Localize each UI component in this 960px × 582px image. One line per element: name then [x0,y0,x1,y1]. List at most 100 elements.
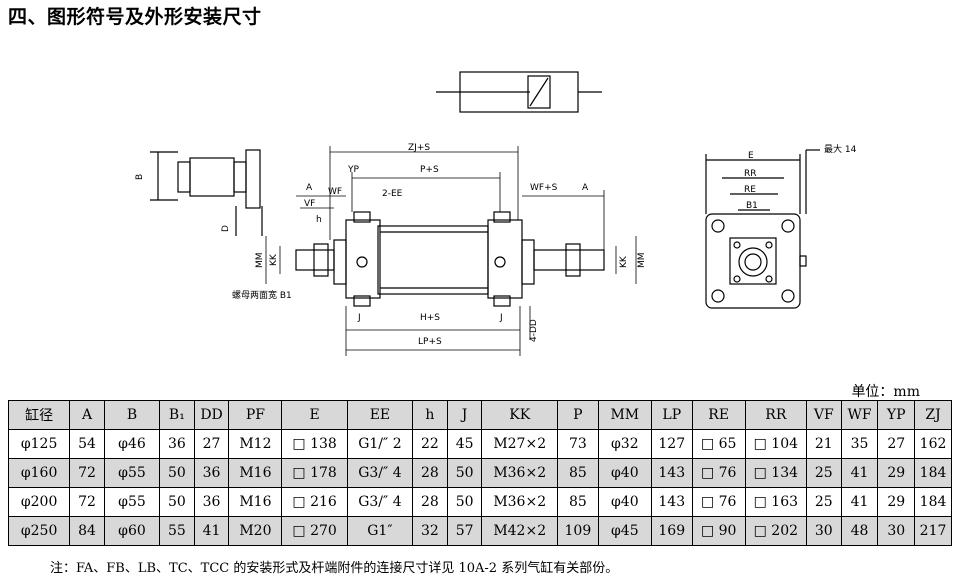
label-rr: RR [744,169,757,179]
label-nut-width: 螺母两面宽 B1 [232,289,292,301]
table-cell: 84 [69,516,105,546]
table-cell: 85 [556,487,599,517]
table-cell: 50 [159,487,195,517]
table-cell: 184 [914,458,952,488]
header-cell: YP [877,400,916,430]
header-cell: EE [346,400,414,430]
label-lp-s: LP+S [418,337,442,347]
table-cell: 36 [193,458,230,488]
label-h-s: H+S [420,313,440,323]
table-cell: M36×2 [481,458,558,488]
label-p-s: P+S [420,165,439,175]
table-cell: 54 [69,429,105,459]
table-cell: M20 [228,516,283,546]
section-title: 四、图形符号及外形安装尺寸 [8,6,262,28]
rod-end-view [150,149,263,236]
table-cell: φ40 [597,458,652,488]
table-cell: 72 [69,458,105,488]
table-cell: □ 270 [281,516,348,546]
header-cell: WF [840,400,879,430]
table-cell: □ 90 [691,516,746,546]
table-cell: M42×2 [481,516,558,546]
header-cell: B [103,400,161,430]
table-cell: 48 [840,516,879,546]
table-cell: 143 [650,487,693,517]
table-cell: 72 [69,487,105,517]
table-cell: 143 [650,458,693,488]
table-cell: M16 [228,458,283,488]
header-cell: A [69,400,105,430]
table-cell: 57 [446,516,483,546]
table-cell: 41 [840,458,879,488]
table-cell: M12 [228,429,283,459]
table-cell: φ55 [103,458,161,488]
table-cell: 36 [193,487,230,517]
table-cell: 25 [805,458,842,488]
table-cell: 32 [412,516,448,546]
header-cell: ZJ [914,400,952,430]
label-yp: YP [347,165,359,175]
table-row: φ160 72 φ55 50 36 M16 □ 178 G3/″ 4 28 50… [7,458,952,488]
header-cell: LP [650,400,693,430]
table-cell: 29 [877,458,916,488]
table-cell: φ160 [7,458,71,488]
table-cell: □ 178 [281,458,348,488]
table-cell: 184 [914,487,952,517]
table-cell: G1/″ 2 [346,429,414,459]
table-cell: 85 [556,458,599,488]
header-cell: B₁ [159,400,195,430]
header-cell: VF [805,400,842,430]
header-cell: E [281,400,348,430]
table-cell: φ125 [7,429,71,459]
label-mm-right: MM [637,252,647,268]
label-max14: 最大 14 [824,143,857,155]
table-cell: 41 [193,516,230,546]
table-cell: 27 [193,429,230,459]
table-cell: 169 [650,516,693,546]
table-cell: M27×2 [481,429,558,459]
table-row: φ250 84 φ60 55 41 M20 □ 270 G1″ 32 57 M4… [7,516,952,546]
rear-end-view [705,149,820,309]
label-e: E [748,151,754,161]
table-cell: 22 [412,429,448,459]
label-j-right: J [499,313,503,323]
table-cell: φ40 [597,487,652,517]
table-cell: □ 134 [744,458,807,488]
table-row: φ200 72 φ55 50 36 M16 □ 216 G3/″ 4 28 50… [7,487,952,517]
table-cell: 36 [159,429,195,459]
table-cell: G3/″ 4 [346,458,414,488]
table-cell: φ32 [597,429,652,459]
label-kk-right: KK [619,255,629,268]
table-cell: 28 [412,458,448,488]
cylinder-side-view [295,211,605,307]
table-cell: □ 163 [744,487,807,517]
header-cell: DD [193,400,230,430]
table-cell: φ46 [103,429,161,459]
label-mm-left: MM [255,252,265,268]
table-cell: M16 [228,487,283,517]
cylinder-symbol [436,71,602,113]
table-cell: φ60 [103,516,161,546]
table-cell: 217 [914,516,952,546]
label-dd: 4-DD [529,319,539,342]
table-cell: 50 [446,458,483,488]
footnote: 注：FA、FB、LB、TC、TCC 的安装形式及杆端附件的连接尺寸详见 10A-… [50,561,619,576]
table-cell: □ 76 [691,487,746,517]
header-cell: RE [691,400,746,430]
table-cell: M36×2 [481,487,558,517]
table-cell: □ 216 [281,487,348,517]
label-zj-s: ZJ+S [408,143,430,153]
table-cell: 127 [650,429,693,459]
table-cell: G1″ [346,516,414,546]
header-cell: MM [597,400,652,430]
table-cell: 109 [556,516,599,546]
label-re: RE [744,185,756,195]
table-cell: 21 [805,429,842,459]
header-cell: h [412,400,448,430]
table-cell: □ 202 [744,516,807,546]
table-cell: φ200 [7,487,71,517]
label-wf-s: WF+S [530,183,558,193]
cylinder-drawing: ZJ+S YP P+S A WF 2-EE VF h WF+S A B D MM… [135,71,857,356]
unit-label: 单位：mm [851,384,920,400]
table-cell: φ55 [103,487,161,517]
